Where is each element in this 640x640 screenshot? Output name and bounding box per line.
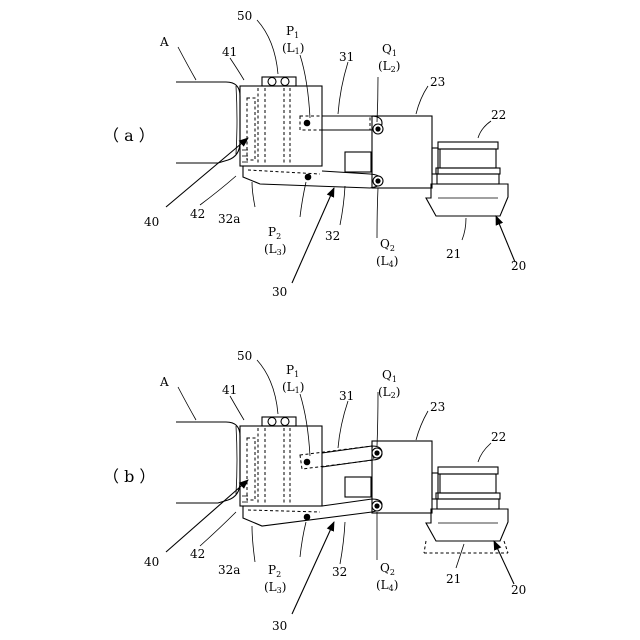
link-31: [300, 116, 383, 134]
label-A: A: [159, 35, 169, 49]
label-l4: (L4): [376, 578, 398, 593]
label-q2: Q2: [380, 237, 395, 253]
label-l1: (L1): [282, 380, 304, 395]
label-42: 42: [190, 207, 205, 221]
suction-head-20: [424, 467, 508, 553]
mount-body-40: [240, 426, 322, 506]
label-20: 20: [511, 583, 526, 597]
label-40: 40: [144, 215, 159, 229]
label-p1: P1: [286, 363, 299, 379]
label-l2: (L2): [378, 59, 400, 74]
label-A: A: [159, 375, 169, 389]
panel-label: （ a ）: [103, 126, 155, 145]
label-21: 21: [446, 247, 461, 261]
link-32: [243, 166, 383, 188]
mount-body-40: [240, 86, 322, 166]
panel-label: （ b ）: [103, 467, 155, 486]
labels: A 50 41 P1 (L1) 31 Q1 (L2) 23 22 40 42 3…: [144, 9, 526, 299]
sensor-50: [262, 417, 296, 426]
label-l2: (L2): [378, 385, 400, 400]
arm-a: [176, 422, 240, 503]
base-23: [345, 116, 432, 188]
label-q2: Q2: [380, 561, 395, 577]
label-50: 50: [237, 9, 252, 23]
label-30: 30: [272, 619, 287, 633]
arrows: [166, 138, 515, 283]
label-50: 50: [237, 349, 252, 363]
label-21: 21: [446, 572, 461, 586]
label-40: 40: [144, 555, 159, 569]
panel-a: （ a ）: [103, 9, 526, 299]
label-42: 42: [190, 547, 205, 561]
label-32a: 32a: [218, 212, 240, 226]
link-32: [243, 499, 382, 526]
label-l1: (L1): [282, 41, 304, 56]
label-23: 23: [430, 75, 445, 89]
label-p1: P1: [286, 24, 299, 40]
arrows: [166, 480, 514, 614]
link-31: [300, 446, 382, 469]
arm-a: [176, 82, 240, 163]
label-22: 22: [491, 108, 506, 122]
sensor-50: [262, 77, 296, 86]
label-l4: (L4): [376, 254, 398, 269]
labels: A 50 41 P1 (L1) 31 Q1 (L2) 23 22 40 42 3…: [144, 349, 526, 633]
label-p2: P2: [268, 225, 281, 241]
suction-head-20: [426, 142, 508, 216]
label-23: 23: [430, 400, 445, 414]
label-32: 32: [325, 229, 340, 243]
label-p2: P2: [268, 563, 281, 579]
label-22: 22: [491, 430, 506, 444]
label-41: 41: [222, 383, 237, 397]
label-32a: 32a: [218, 563, 240, 577]
label-l3: (L3): [264, 242, 286, 257]
label-30: 30: [272, 285, 287, 299]
panel-b: （ b ）: [103, 349, 526, 633]
label-31: 31: [339, 389, 354, 403]
label-q1: Q1: [382, 42, 397, 58]
label-20: 20: [511, 259, 526, 273]
label-l3: (L3): [264, 580, 286, 595]
base-23: [345, 441, 432, 513]
label-41: 41: [222, 45, 237, 59]
label-q1: Q1: [382, 368, 397, 384]
label-31: 31: [339, 50, 354, 64]
label-32: 32: [332, 565, 347, 579]
